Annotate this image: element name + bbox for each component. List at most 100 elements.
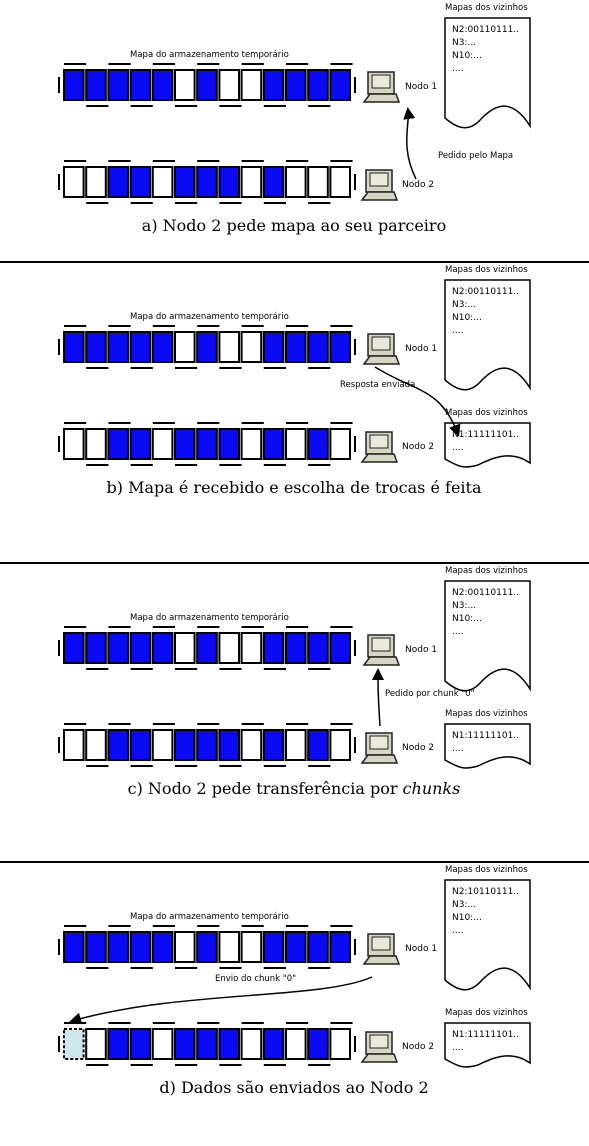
node2-buffer-cell	[174, 166, 196, 198]
node1-buffer-cell	[307, 69, 329, 101]
monitor-screen	[369, 1034, 389, 1049]
arrow-label: Envio do chunk "0"	[215, 974, 296, 984]
arrow-label: Resposta enviada	[340, 380, 415, 390]
keyboard	[360, 191, 399, 201]
node1-neighbors-map-title: Mapas dos vizinhos	[445, 566, 528, 576]
node2-buffer-cell	[129, 729, 152, 761]
node1-buffer-cell	[196, 331, 218, 363]
node2-buffer-cell	[85, 1028, 107, 1060]
node1-neighbors-map-line: N3:...	[452, 38, 476, 48]
node1-buffer-cell	[174, 931, 196, 963]
node2-neighbors-map-line: ....	[452, 443, 463, 453]
node2-buffer-cell	[63, 1028, 85, 1060]
node1-computer-icon	[362, 634, 401, 666]
node1-neighbors-map-line: N3:...	[452, 900, 476, 910]
node1-buffer-cell	[262, 632, 285, 664]
node1-buffer-cell	[129, 632, 152, 664]
buffer-title: Mapa do armazenamento temporário	[130, 312, 289, 322]
node1-buffer-cell	[151, 632, 174, 664]
arrow-label: Pedido por chunk "0"	[385, 689, 475, 699]
node1-buffer-cell	[196, 632, 218, 664]
node1-buffer-cell	[218, 632, 240, 664]
node1-buffer-cell	[196, 931, 218, 963]
arrow	[372, 668, 385, 727]
panel-caption: a) Nodo 2 pede mapa ao seu parceiro	[142, 216, 446, 235]
node1-buffer-cell	[218, 69, 240, 101]
node2-computer-icon	[360, 1031, 399, 1063]
node1-neighbors-map-line: N10:...	[452, 913, 482, 923]
node2-neighbors-map-line: N1:11111101..	[452, 430, 519, 440]
node1-computer-icon	[362, 933, 401, 965]
node2-buffer-cell	[262, 1028, 285, 1060]
node2-buffer-cell	[307, 1028, 329, 1060]
node1-buffer-cell	[285, 69, 307, 101]
node2-buffer-cell	[240, 729, 263, 761]
node2-buffer-cell	[85, 166, 107, 198]
arrow	[69, 976, 373, 1025]
node1-neighbors-map-sheet	[444, 879, 531, 991]
node1-buffer-cell	[285, 632, 307, 664]
node1-buffer-cell	[151, 331, 174, 363]
node2-buffer-cell	[107, 428, 130, 460]
node1-buffer-cell	[218, 931, 240, 963]
arrow-label: Pedido pelo Mapa	[438, 151, 513, 161]
node2-buffer-cell	[240, 166, 263, 198]
node2-buffer-cell	[174, 1028, 196, 1060]
node2-buffer-cell	[151, 166, 174, 198]
node1-buffer-cell	[329, 931, 351, 963]
keyboard	[362, 93, 401, 103]
node1-buffer-cell	[240, 69, 263, 101]
node2-buffer-cell	[329, 1028, 351, 1060]
node1-neighbors-map-sheet	[444, 17, 531, 129]
node2-label: Nodo 2	[402, 442, 434, 452]
node2-buffer-cell	[218, 166, 240, 198]
monitor-screen	[371, 637, 391, 652]
node1-buffer-cell	[196, 69, 218, 101]
node2-buffer-cell	[196, 428, 218, 460]
keyboard	[360, 754, 399, 764]
node1-buffer-cell	[107, 931, 130, 963]
node1-neighbors-map-line: N2:00110111..	[452, 287, 519, 297]
node1-buffer-cell	[285, 931, 307, 963]
node2-buffer-cell	[63, 428, 85, 460]
node2-neighbors-map-sheet	[444, 1022, 531, 1068]
node1-buffer-cell	[174, 632, 196, 664]
keyboard	[362, 355, 401, 365]
node2-buffer-cell	[285, 428, 307, 460]
node1-buffer-cell	[174, 331, 196, 363]
node2-neighbors-map-title: Mapas dos vizinhos	[445, 408, 528, 418]
node2-buffer-cell	[307, 428, 329, 460]
node2-buffer-cell	[107, 166, 130, 198]
node2-neighbors-map-line: ....	[452, 744, 463, 754]
keyboard	[360, 453, 399, 463]
node1-neighbors-map-line: ....	[452, 627, 463, 637]
node2-buffer-cell	[196, 1028, 218, 1060]
node2-buffer-cell	[151, 729, 174, 761]
node1-label: Nodo 1	[405, 344, 437, 354]
node1-buffer-cell	[174, 69, 196, 101]
node2-buffer-cell	[196, 166, 218, 198]
node2-buffer-cell	[107, 729, 130, 761]
node2-label: Nodo 2	[402, 1042, 434, 1052]
keyboard	[362, 656, 401, 666]
node1-buffer-cell	[307, 331, 329, 363]
node1-buffer-cell	[85, 331, 107, 363]
node2-buffer-cell	[240, 1028, 263, 1060]
node2-buffer-cell	[240, 428, 263, 460]
node1-neighbors-map-line: N3:...	[452, 601, 476, 611]
node2-neighbors-map-line: ....	[452, 1043, 463, 1053]
monitor-screen	[369, 735, 389, 750]
node2-buffer-cell	[63, 166, 85, 198]
panel-caption: c) Nodo 2 pede transferência por chunks	[128, 779, 461, 798]
node1-buffer-cell	[240, 331, 263, 363]
monitor-screen	[369, 434, 389, 449]
monitor-screen	[371, 74, 391, 89]
node2-buffer-cell	[329, 729, 351, 761]
node2-label: Nodo 2	[402, 743, 434, 753]
node2-computer-icon	[360, 732, 399, 764]
node2-buffer-cell	[307, 729, 329, 761]
node1-neighbors-map-line: N2:00110111..	[452, 588, 519, 598]
buffer-title: Mapa do armazenamento temporário	[130, 50, 289, 60]
node1-buffer-cell	[85, 69, 107, 101]
